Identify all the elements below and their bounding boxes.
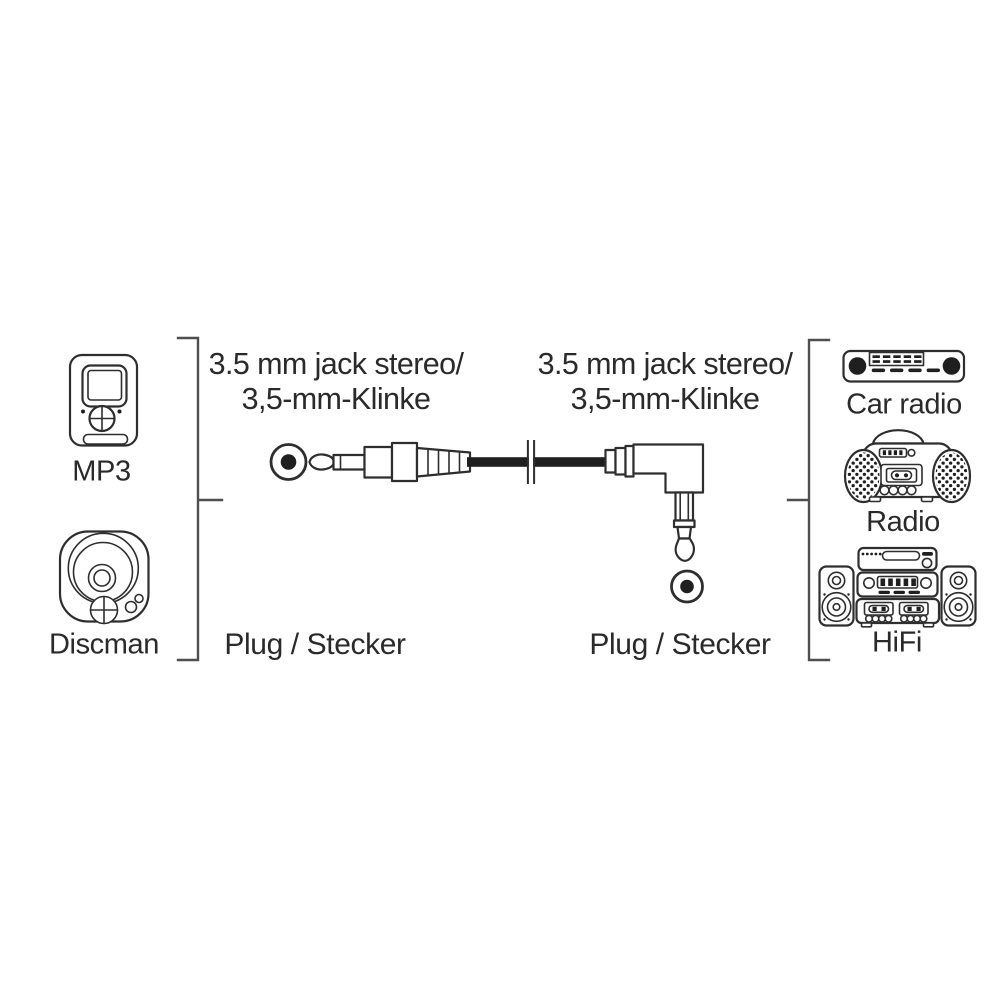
left-jack-type-line2: 3,5-mm-Klinke	[242, 382, 431, 416]
straight-jack-plug-icon	[269, 441, 472, 483]
boombox-radio-icon	[843, 429, 972, 504]
target-label-radio: Radio	[866, 506, 940, 538]
left-jack-type-line1: 3.5 mm jack stereo/	[209, 347, 465, 381]
right-jack-type-line2: 3,5-mm-Klinke	[571, 382, 760, 416]
cable	[467, 436, 608, 488]
left-plug-label: Plug / Stecker	[224, 628, 406, 661]
mp3-player-icon	[68, 353, 139, 447]
right-jack-type-line1: 3.5 mm jack stereo/	[538, 347, 794, 381]
source-label-mp3: MP3	[72, 456, 130, 488]
right-connector-type: 3.5 mm jack stereo/ 3,5-mm-Klinke	[538, 347, 794, 416]
discman-icon	[58, 530, 150, 625]
source-label-discman: Discman	[49, 629, 159, 661]
right-angle-jack-plug-icon	[604, 443, 705, 604]
target-label-car-radio: Car radio	[846, 389, 962, 421]
car-radio-icon	[842, 349, 966, 383]
hifi-system-icon	[818, 546, 977, 628]
left-source-bracket	[176, 336, 224, 662]
right-plug-label: Plug / Stecker	[589, 628, 771, 661]
left-connector-type: 3.5 mm jack stereo/ 3,5-mm-Klinke	[209, 347, 465, 416]
target-label-hifi: HiFi	[872, 627, 922, 659]
right-target-bracket	[786, 338, 831, 662]
